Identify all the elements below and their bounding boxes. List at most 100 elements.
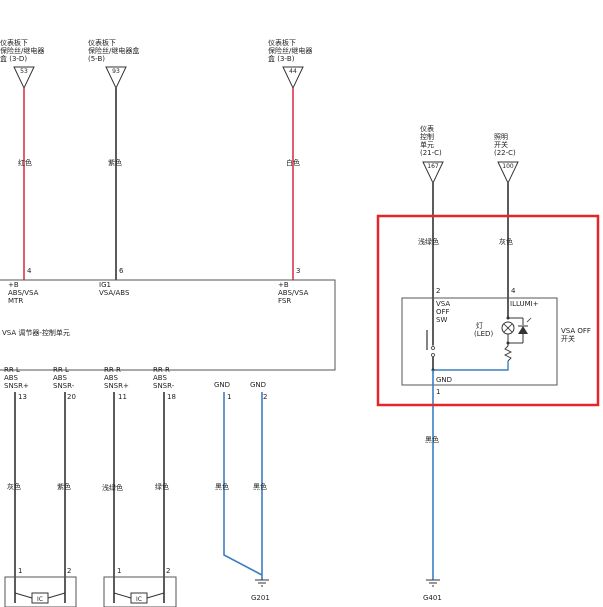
- gnd-label: GND: [436, 376, 452, 384]
- signal-label: RR R: [153, 366, 170, 374]
- signal-label: ILLUMI+: [510, 300, 539, 308]
- ground-symbol-icon: [426, 579, 440, 587]
- ic-label: IC: [37, 596, 43, 603]
- ic-pin: 2: [67, 567, 71, 575]
- connector-pin: 167: [427, 163, 439, 170]
- switch-label: 开关: [561, 334, 575, 343]
- signal-label: ABS/VSA: [278, 289, 309, 297]
- connector-triangle-icon: [422, 161, 444, 185]
- led-lamp-icon: [501, 316, 532, 362]
- lamp-label: 灯: [476, 321, 483, 330]
- lamp-label: (LED): [474, 330, 493, 338]
- wire-blue-gnd: [223, 392, 263, 576]
- connector-triangle-icon: [105, 66, 127, 90]
- highlight-box: [376, 214, 600, 407]
- signal-label: RR R: [104, 366, 121, 374]
- signal-label: GND: [250, 381, 266, 389]
- signal-label: GND: [214, 381, 230, 389]
- pin-number: 6: [119, 267, 124, 275]
- ic-label: IC: [136, 596, 142, 603]
- signal-label: ABS: [4, 374, 18, 382]
- connector-label-line: 控制: [420, 132, 434, 141]
- wire-color-label: 紫色: [108, 158, 122, 167]
- wire-color-label: 灰色: [499, 237, 513, 246]
- wire-color-label: 红色: [18, 158, 32, 167]
- connector-gauge-control: 仪表 控制 单元 (21-C) 167: [420, 124, 444, 185]
- connector-label-line: 保险丝/继电器: [0, 46, 44, 55]
- vsa-unit-box: [0, 279, 336, 371]
- connector-label-line: 仪表板下: [88, 38, 116, 47]
- connector-triangle-icon: [13, 66, 35, 90]
- ground-label: G401: [423, 594, 442, 602]
- pin-number: 2: [263, 393, 267, 401]
- signal-label: +B: [8, 281, 19, 289]
- signal-label: IG1: [99, 281, 111, 289]
- signal-label: ABS: [153, 374, 167, 382]
- connector-pin: 100: [502, 163, 514, 170]
- connector-label-line: 开关: [494, 140, 508, 149]
- connector-label-line: 盒 (3-B): [268, 54, 295, 63]
- push-switch-icon: [426, 330, 435, 370]
- wire-color-label: 黑色: [425, 435, 439, 444]
- signal-label: RR L: [4, 366, 20, 374]
- signal-label: SNSR-: [153, 382, 175, 390]
- signal-label: ABS: [53, 374, 67, 382]
- connector-triangle-icon: [497, 161, 519, 185]
- connector-triangle-icon: [282, 66, 304, 90]
- pin-number: 1: [436, 388, 440, 396]
- wire-blue-internal: [433, 361, 509, 371]
- signal-label: VSA/ABS: [99, 289, 130, 297]
- signal-label: SNSR+: [104, 382, 129, 390]
- signal-label: VSA: [436, 300, 450, 308]
- sensor-box: [103, 576, 177, 607]
- ic-pin: 1: [18, 567, 22, 575]
- ic-pin: 2: [166, 567, 170, 575]
- signal-label: RR L: [53, 366, 69, 374]
- connector-label-line: (21-C): [420, 149, 442, 157]
- signal-label: SNSR+: [4, 382, 29, 390]
- wire-color-label: 灰色: [7, 482, 21, 491]
- signal-label: OFF: [436, 308, 450, 316]
- connector-fuse-box-3b: 仪表板下 保险丝/继电器 盒 (3-B) 44: [268, 38, 312, 90]
- switch-label: VSA OFF: [561, 327, 591, 335]
- connector-label-line: 单元: [420, 140, 434, 149]
- signal-label: SW: [436, 316, 447, 324]
- vsa-unit-label: VSA 调节器-控制单元: [2, 328, 70, 337]
- connector-label-line: 仪表: [420, 124, 434, 133]
- connector-light-switch: 照明 开关 (22-C) 100: [494, 133, 519, 185]
- ground-label: G201: [251, 594, 270, 602]
- wire-color-label: 浅绿色: [102, 483, 123, 492]
- signal-label: ABS/VSA: [8, 289, 39, 297]
- connector-label-line: 照明: [494, 133, 508, 141]
- pin-number: 4: [27, 267, 32, 275]
- connector-label-line: 仪表板下: [268, 38, 296, 47]
- signal-label: FSR: [278, 297, 291, 305]
- pin-number: 3: [296, 267, 300, 275]
- connector-pin: 44: [289, 68, 297, 75]
- connector-label-line: 保险丝/继电器: [268, 46, 312, 55]
- pin-number: 2: [436, 287, 440, 295]
- signal-label: +B: [278, 281, 289, 289]
- ground-symbol-icon: [255, 579, 269, 587]
- pin-number: 20: [67, 393, 76, 401]
- connector-label-line: 盒 (3-D): [0, 54, 27, 63]
- wire-color-label: 黑色: [215, 482, 229, 491]
- pin-number: 11: [118, 393, 127, 401]
- wire-color-label: 紫色: [57, 482, 71, 491]
- pin-number: 1: [227, 393, 231, 401]
- wire-color-label: 白色: [286, 158, 300, 167]
- connector-pin: 53: [20, 68, 28, 75]
- vsa-off-switch-box: [401, 297, 558, 386]
- connector-label-line: (22-C): [494, 149, 516, 157]
- ic-pin: 1: [117, 567, 121, 575]
- connector-label-line: 仪表板下: [0, 38, 28, 47]
- signal-label: ABS: [104, 374, 118, 382]
- signal-label: SNSR-: [53, 382, 75, 390]
- signal-label: MTR: [8, 297, 23, 305]
- wire-color-label: 绿色: [155, 482, 169, 491]
- connector-fuse-box-5b: 仪表板下 保险丝/继电器盒 (5-B) 93: [88, 38, 139, 90]
- sensor-box: [4, 576, 77, 607]
- pin-number: 4: [511, 287, 516, 295]
- wire-color-label: 黑色: [253, 482, 267, 491]
